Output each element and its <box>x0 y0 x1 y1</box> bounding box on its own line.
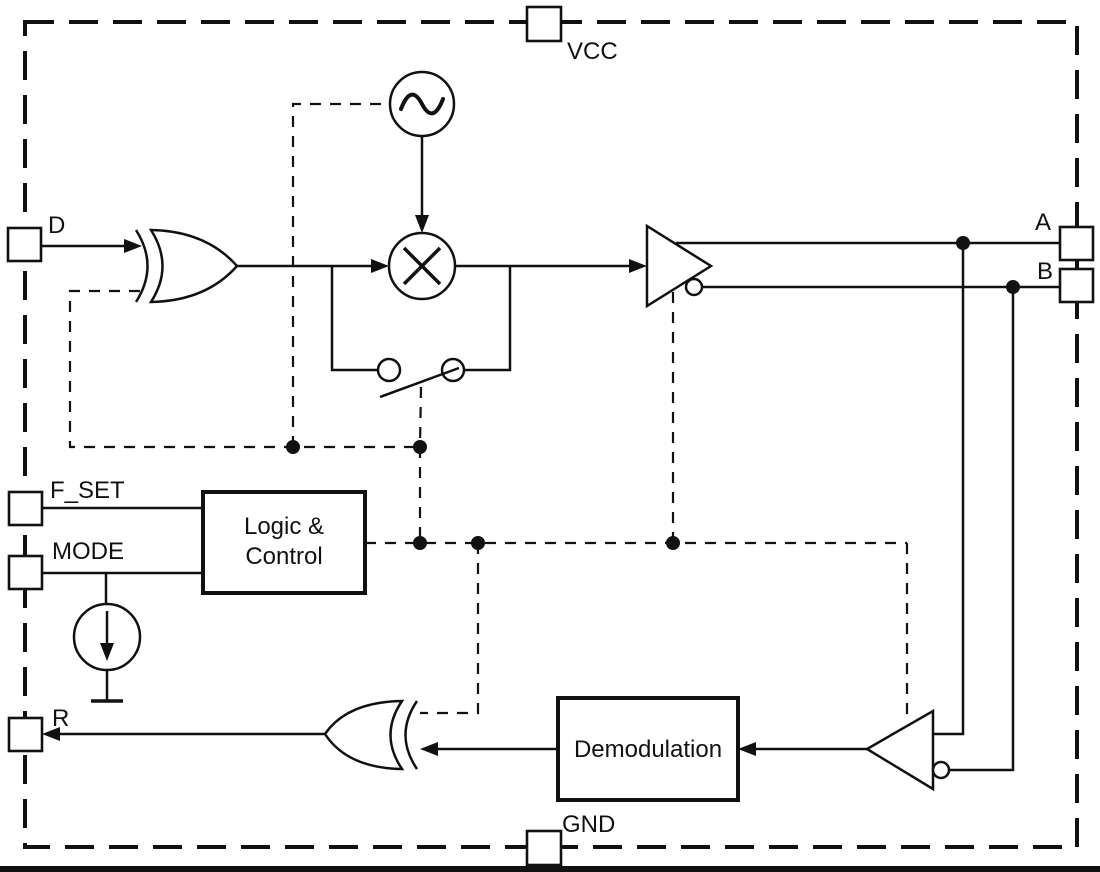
current-source-arrowhead <box>100 643 114 661</box>
oscillator-control-wire <box>291 102 390 447</box>
switch-control-wire <box>418 386 423 448</box>
control-wires <box>68 102 909 722</box>
driver-triangle <box>645 223 714 309</box>
sine-wave-icon <box>399 92 445 116</box>
mixer-icon <box>387 231 457 301</box>
arrowhead-xor1-mixer <box>371 259 389 273</box>
mode-pin <box>7 554 44 591</box>
d-pin <box>6 226 43 263</box>
page-edge-bar <box>0 866 1100 872</box>
receiver-triangle <box>864 708 935 792</box>
arrowhead-d-xor1 <box>124 239 142 253</box>
oscillator-icon <box>388 70 456 138</box>
wire-bypass-right <box>464 266 512 372</box>
junction-dot <box>956 236 970 250</box>
switch-lever <box>379 366 460 399</box>
arrowhead-oscillator-mixer <box>415 215 429 233</box>
pins: VCC GND D F_SET MODE R A B <box>6 5 1095 867</box>
junction-dot <box>1006 280 1020 294</box>
xor2-input-arc <box>404 700 419 770</box>
a-pin <box>1058 225 1095 262</box>
xor-gate-transmit <box>134 228 239 304</box>
gnd-pin <box>525 829 563 867</box>
d-pin-label: D <box>48 212 65 239</box>
wire-bypass-left <box>330 266 377 372</box>
junction-dots <box>286 236 1020 550</box>
vcc-pin-label: VCC <box>567 38 618 65</box>
xor2-control-wire <box>420 543 480 715</box>
receiver-buffer <box>864 708 951 792</box>
demodulation-block <box>556 696 740 802</box>
arrowhead-mixer-driver <box>629 259 647 273</box>
junction-dot <box>413 440 427 454</box>
xor-gate-receive <box>323 699 419 771</box>
a-pin-label: A <box>1035 209 1051 236</box>
xor1-feedback-control-wire <box>68 289 420 449</box>
mode-pin-label: MODE <box>52 538 124 565</box>
arrowhead-xor2-r <box>42 727 60 741</box>
fset-pin <box>7 490 44 527</box>
junction-dot <box>286 440 300 454</box>
logic-control-label-line1: Logic & <box>244 513 324 540</box>
xor1-body <box>148 228 239 304</box>
receiver-inverting-bubble <box>931 760 951 780</box>
junction-dot <box>666 536 680 550</box>
current-source-icon <box>72 602 142 703</box>
b-pin-label: B <box>1037 258 1053 285</box>
xor1-input-arc <box>134 229 149 303</box>
vcc-pin <box>525 5 563 43</box>
driver-inverting-bubble <box>684 277 704 297</box>
r-pin <box>7 716 44 753</box>
wire-a-to-receiver <box>933 243 965 736</box>
fset-pin-label: F_SET <box>50 477 125 504</box>
gnd-pin-label: GND <box>562 811 615 838</box>
xor2-body <box>323 699 405 771</box>
logic-control-block <box>201 490 367 595</box>
demodulation-label: Demodulation <box>574 736 722 763</box>
logic-control-label-line2: Control <box>245 543 322 570</box>
wire-b-to-receiver <box>949 287 1015 772</box>
r-pin-label: R <box>52 705 69 732</box>
switch-contact-left <box>376 357 402 383</box>
arrowhead-demod-xor2 <box>420 742 438 756</box>
mixer-cross-icon <box>402 246 442 286</box>
bypass-switch <box>376 357 466 399</box>
driver-buffer <box>645 223 714 309</box>
junction-dot <box>471 536 485 550</box>
b-pin <box>1058 267 1095 304</box>
junction-dot <box>413 536 427 550</box>
signal-wires <box>41 136 1060 772</box>
arrowhead-receiver-demod <box>738 742 756 756</box>
